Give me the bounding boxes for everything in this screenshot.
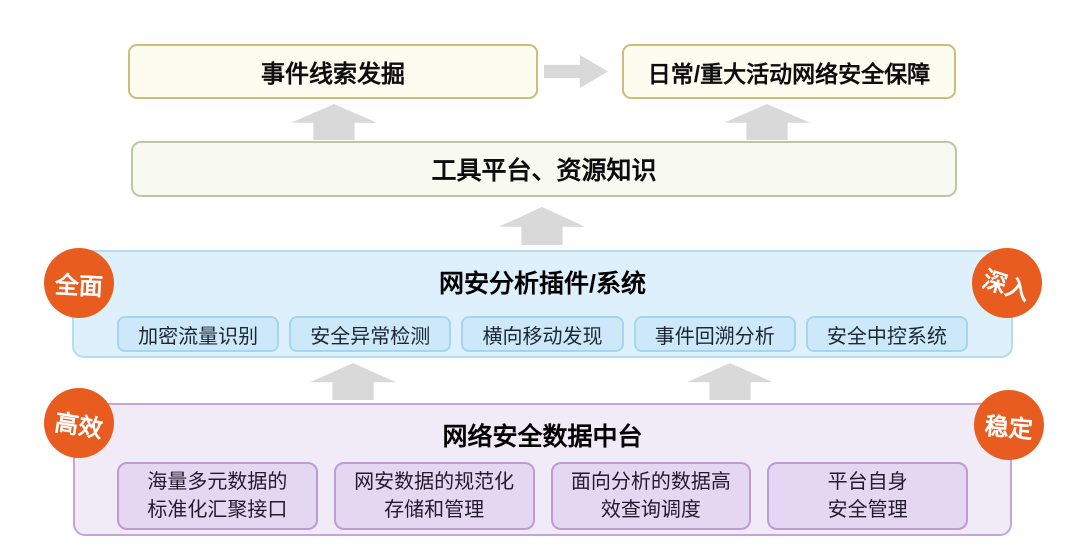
clue-mining-box: 事件线索发掘: [128, 44, 538, 99]
security-guarantee-label: 日常/重大活动网络安全保障: [647, 60, 931, 87]
data-platform-item: 海量多元数据的 标准化汇聚接口: [117, 462, 318, 530]
badge-deep: 深入: [972, 248, 1042, 318]
badge-deep-label: 深入: [979, 265, 1034, 307]
analysis-item: 横向移动发现: [461, 316, 624, 352]
analysis-plugins-section: 网安分析插件/系统 加密流量识别 安全异常检测 横向移动发现 事件回溯分析 安全…: [72, 250, 1013, 358]
analysis-item: 事件回溯分析: [633, 316, 796, 352]
tools-platform-box: 工具平台、资源知识: [131, 141, 957, 197]
badge-comprehensive-label: 全面: [54, 271, 104, 301]
badge-efficient: 高效: [44, 388, 114, 458]
clue-mining-label: 事件线索发掘: [261, 61, 405, 88]
data-platform-section: 网络安全数据中台 海量多元数据的 标准化汇聚接口 网安数据的规范化 存储和管理 …: [73, 403, 1012, 536]
badge-stable: 稳定: [974, 390, 1044, 460]
data-platform-item: 网安数据的规范化 存储和管理: [333, 462, 535, 530]
up-arrow-icon: [724, 104, 810, 140]
data-platform-title: 网络安全数据中台: [442, 423, 643, 451]
analysis-item: 安全异常检测: [289, 316, 452, 352]
up-arrow-icon: [687, 363, 773, 400]
tools-platform-label: 工具平台、资源知识: [431, 157, 657, 185]
data-platform-items-row: 海量多元数据的 标准化汇聚接口 网安数据的规范化 存储和管理 面向分析的数据高 …: [117, 462, 968, 530]
data-platform-item: 平台自身 安全管理: [767, 462, 968, 530]
badge-comprehensive: 全面: [44, 248, 114, 318]
analysis-item: 安全中控系统: [805, 316, 969, 352]
up-arrow-icon: [310, 363, 396, 400]
analysis-items-row: 加密流量识别 安全异常检测 横向移动发现 事件回溯分析 安全中控系统: [117, 316, 969, 352]
up-arrow-icon: [499, 207, 585, 245]
right-arrow-icon: [544, 55, 608, 88]
badge-stable-label: 稳定: [983, 412, 1034, 444]
badge-efficient-label: 高效: [52, 408, 105, 444]
security-guarantee-box: 日常/重大活动网络安全保障: [622, 44, 956, 99]
analysis-section-title: 网安分析插件/系统: [439, 270, 646, 298]
analysis-item: 加密流量识别: [117, 316, 280, 352]
data-platform-item: 面向分析的数据高 效查询调度: [550, 462, 752, 530]
up-arrow-icon: [291, 104, 377, 140]
